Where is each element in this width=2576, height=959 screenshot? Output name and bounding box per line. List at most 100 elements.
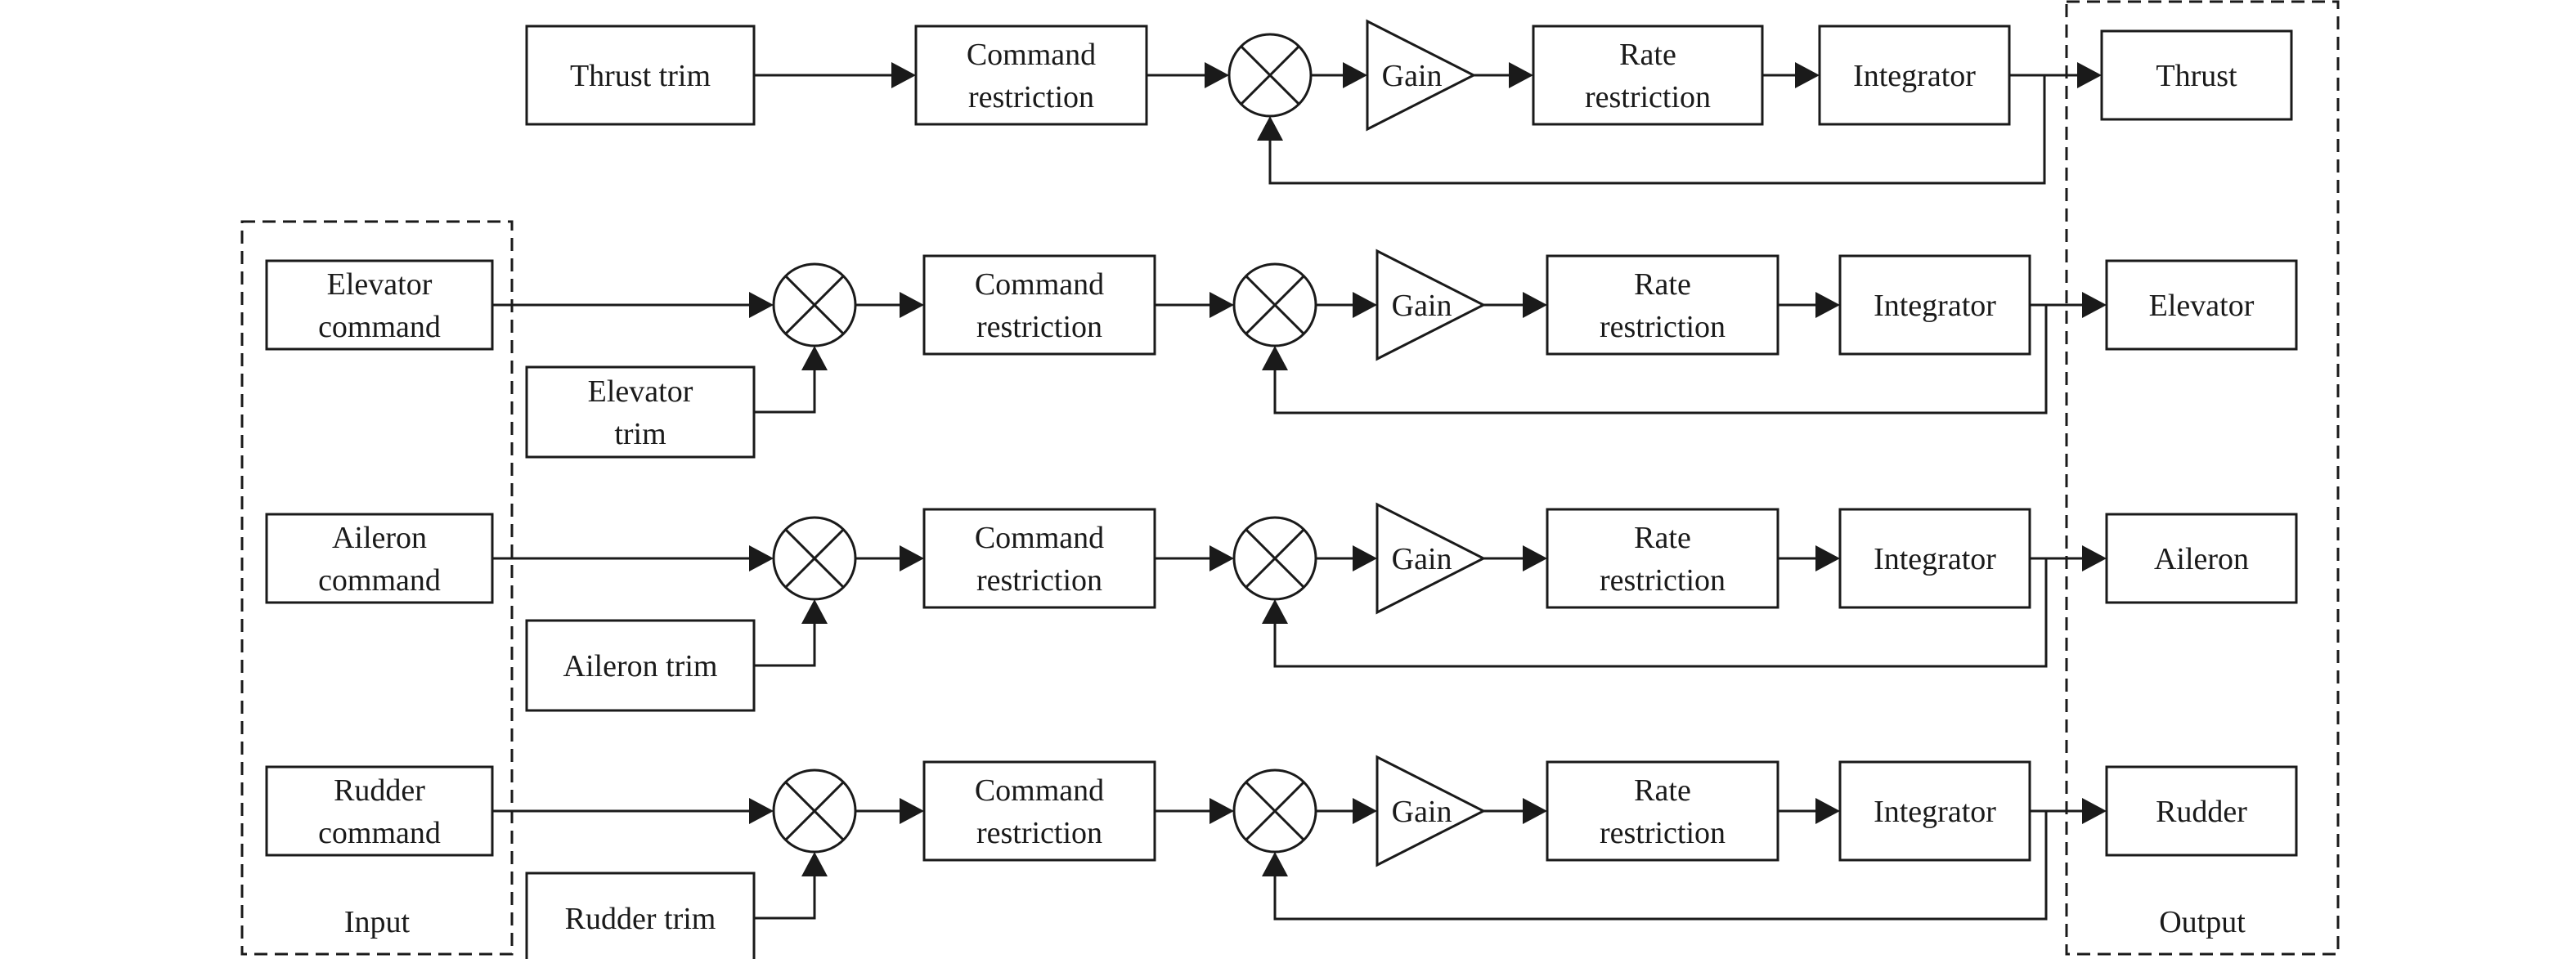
aileron-arrow-gain xyxy=(1353,545,1377,571)
rudder-wire-feedback xyxy=(1273,811,2048,921)
aileron-arrow-int xyxy=(1815,545,1840,571)
thrust-sum-2-cross-b xyxy=(1240,45,1300,105)
elevator-command-box xyxy=(265,259,494,351)
aileron-arrow-feedback xyxy=(1262,599,1288,624)
output-group-label: Output xyxy=(2159,905,2246,939)
thrust-output-label: Thrust xyxy=(2156,59,2237,93)
aileron-wire-trim-to-sum1 xyxy=(754,624,816,667)
rudder-integrator-box xyxy=(1838,760,2031,862)
rudder-rate-restriction-box xyxy=(1546,760,1779,862)
aileron-integrator-box xyxy=(1838,508,2031,609)
elevator-arrow-gain xyxy=(1353,292,1377,318)
rudder-sum-1-cross-b xyxy=(784,781,845,841)
elevator-wire-feedback xyxy=(1273,305,2048,415)
elevator-arrow-rate xyxy=(1523,292,1547,318)
aileron-arrow-cmd xyxy=(900,545,924,571)
aileron-arrow-out xyxy=(2082,545,2107,571)
thrust-arrow-int xyxy=(1795,62,1820,88)
rudder-trim-label: Rudder trim xyxy=(565,902,716,936)
rudder-sum-2 xyxy=(1232,769,1317,854)
aileron-integrator-label: Integrator xyxy=(1874,542,1996,576)
elevator-command-label-line-1: Elevator xyxy=(327,267,433,302)
thrust-gain-label: Gain xyxy=(1382,59,1443,93)
rudder-output-box xyxy=(2105,765,2298,857)
aileron-sum-1 xyxy=(772,516,857,601)
thrust-arrow-feedback xyxy=(1257,116,1283,141)
rudder-arrow-feedback xyxy=(1262,852,1288,876)
input-group-label: Input xyxy=(344,905,411,939)
elevator-integrator-box xyxy=(1838,254,2031,356)
aileron-output-box xyxy=(2105,513,2298,604)
elevator-arrow-sum1-in xyxy=(749,292,774,318)
elevator-output-box xyxy=(2105,259,2298,351)
aileron-arrow-sum1-trim xyxy=(801,599,828,624)
input-group-frame xyxy=(240,220,514,956)
rudder-arrow-rate xyxy=(1523,798,1547,824)
aileron-command-label-line-2: command xyxy=(318,563,441,598)
thrust-rate-restriction-box xyxy=(1532,25,1764,126)
elevator-command-restriction-box xyxy=(922,254,1156,356)
thrust-arrow-out xyxy=(2077,62,2102,88)
rudder-command-label-line-1: Rudder xyxy=(334,773,425,808)
elevator-arrow-out xyxy=(2082,292,2107,318)
aileron-trim-box xyxy=(525,619,756,712)
rudder-rate-restriction-label-line-2: restriction xyxy=(1600,816,1726,850)
thrust-command-restriction-label-line-1: Command xyxy=(967,38,1096,72)
aileron-sum-2-cross-b xyxy=(1245,528,1305,589)
thrust-wire-feedback xyxy=(1268,75,2046,185)
aileron-gain-label: Gain xyxy=(1392,542,1452,576)
aileron-gain-triangle xyxy=(1376,502,1487,615)
aileron-command-box xyxy=(265,513,494,604)
rudder-wire-trim-to-sum1 xyxy=(754,876,816,920)
rudder-gain-triangle xyxy=(1376,755,1487,867)
thrust-trim-label: Thrust trim xyxy=(570,59,711,93)
elevator-sum-2-cross-b xyxy=(1245,275,1305,335)
aileron-command-label-line-1: Aileron xyxy=(332,521,427,555)
rudder-trim-box xyxy=(525,872,756,959)
rudder-command-label-line-2: command xyxy=(318,816,441,850)
aileron-rate-restriction-label-line-1: Rate xyxy=(1634,521,1691,555)
thrust-rate-restriction-label-line-2: restriction xyxy=(1585,80,1711,114)
thrust-integrator-label: Integrator xyxy=(1853,59,1976,93)
aileron-command-restriction-box xyxy=(922,508,1156,609)
elevator-command-label-line-2: command xyxy=(318,310,441,344)
aileron-arrow-sum1-in xyxy=(749,545,774,571)
elevator-sum-1-cross-b xyxy=(784,275,845,335)
thrust-integrator-box xyxy=(1818,25,2011,126)
elevator-arrow-sum2-in xyxy=(1209,292,1234,318)
aileron-arrow-sum2-in xyxy=(1209,545,1234,571)
elevator-gain-triangle xyxy=(1376,249,1487,361)
rudder-command-restriction-label-line-2: restriction xyxy=(976,816,1102,850)
rudder-command-box xyxy=(265,765,494,857)
thrust-arrow-cmd xyxy=(891,62,916,88)
elevator-output-label: Elevator xyxy=(2149,289,2255,323)
elevator-rate-restriction-box xyxy=(1546,254,1779,356)
aileron-output-label: Aileron xyxy=(2154,542,2249,576)
rudder-arrow-int xyxy=(1815,798,1840,824)
elevator-trim-label-line-2: trim xyxy=(614,417,666,451)
rudder-arrow-cmd xyxy=(900,798,924,824)
elevator-rate-restriction-label-line-1: Rate xyxy=(1634,267,1691,302)
thrust-gain-triangle xyxy=(1366,19,1477,132)
rudder-arrow-sum1-trim xyxy=(801,852,828,876)
aileron-wire-feedback xyxy=(1273,558,2048,668)
elevator-arrow-feedback xyxy=(1262,346,1288,370)
rudder-arrow-gain xyxy=(1353,798,1377,824)
rudder-arrow-out xyxy=(2082,798,2107,824)
rudder-output-label: Rudder xyxy=(2156,795,2247,829)
rudder-arrow-sum1-in xyxy=(749,798,774,824)
rudder-sum-1 xyxy=(772,769,857,854)
aileron-command-restriction-label-line-2: restriction xyxy=(976,563,1102,598)
rudder-rate-restriction-label-line-1: Rate xyxy=(1634,773,1691,808)
elevator-command-restriction-label-line-1: Command xyxy=(975,267,1104,302)
rudder-command-restriction-box xyxy=(922,760,1156,862)
aileron-sum-2 xyxy=(1232,516,1317,601)
thrust-sum-2 xyxy=(1227,33,1313,118)
elevator-arrow-cmd xyxy=(900,292,924,318)
rudder-sum-2-cross-b xyxy=(1245,781,1305,841)
aileron-command-restriction-label-line-1: Command xyxy=(975,521,1104,555)
elevator-rate-restriction-label-line-2: restriction xyxy=(1600,310,1726,344)
thrust-arrow-rate xyxy=(1509,62,1533,88)
elevator-integrator-label: Integrator xyxy=(1874,289,1996,323)
